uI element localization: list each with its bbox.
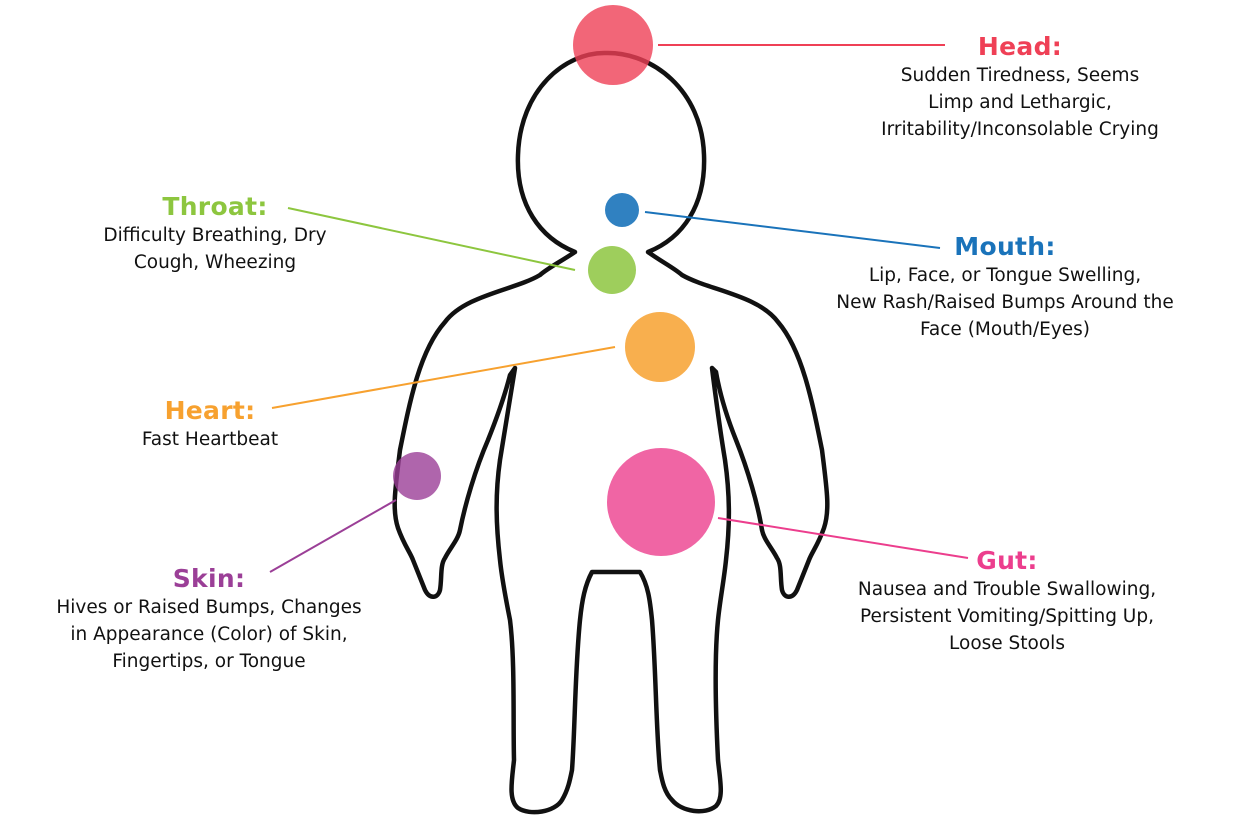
baby-outline: [395, 53, 828, 812]
heart-label: Heart: Fast Heartbeat: [90, 396, 330, 453]
throat-label: Throat: Difficulty Breathing, Dry Cough,…: [50, 192, 380, 276]
throat-circle: [588, 246, 636, 294]
skin-connector-line: [270, 500, 396, 572]
skin-title: Skin:: [0, 564, 418, 594]
mouth-title: Mouth:: [770, 232, 1240, 262]
skin-label: Skin: Hives or Raised Bumps, Changes in …: [0, 564, 418, 675]
gut-circle: [607, 448, 715, 556]
skin-description: Hives or Raised Bumps, Changes in Appear…: [0, 594, 418, 675]
heart-circle: [625, 312, 695, 382]
mouth-label: Mouth: Lip, Face, or Tongue Swelling, Ne…: [770, 232, 1240, 343]
mouth-description: Lip, Face, or Tongue Swelling, New Rash/…: [770, 262, 1240, 343]
heart-description: Fast Heartbeat: [90, 426, 330, 453]
gut-title: Gut:: [780, 546, 1234, 576]
head-title: Head:: [800, 32, 1240, 62]
gut-description: Nausea and Trouble Swallowing, Persisten…: [780, 576, 1234, 657]
mouth-circle: [605, 193, 639, 227]
head-circle: [573, 5, 653, 85]
throat-description: Difficulty Breathing, Dry Cough, Wheezin…: [50, 222, 380, 276]
heart-title: Heart:: [90, 396, 330, 426]
throat-title: Throat:: [50, 192, 380, 222]
head-description: Sudden Tiredness, Seems Limp and Letharg…: [800, 62, 1240, 143]
gut-label: Gut: Nausea and Trouble Swallowing, Pers…: [780, 546, 1234, 657]
head-label: Head: Sudden Tiredness, Seems Limp and L…: [800, 32, 1240, 143]
skin-circle: [393, 452, 441, 500]
